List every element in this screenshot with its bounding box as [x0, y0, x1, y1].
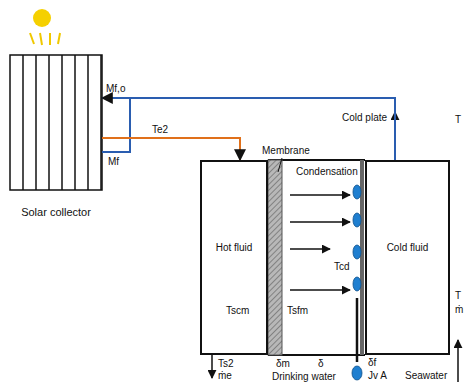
membrane [268, 160, 282, 355]
temperature-symbol: Tsfm [287, 305, 308, 317]
cold-fluid-channel: Cold fluid [365, 160, 450, 355]
condensate-droplets [353, 185, 361, 291]
water-drop [352, 366, 362, 380]
node-label: Cold fluid [387, 242, 429, 253]
thickness-symbol: δm [276, 358, 290, 370]
part-name: Cold plate [342, 112, 387, 124]
seawater-arrow [457, 340, 459, 382]
flow-symbol: Mf [108, 156, 119, 168]
pipe-connector [102, 98, 395, 160]
temperature-symbol: T [455, 290, 461, 302]
drain-line [356, 298, 359, 362]
part-name: Drinking water [272, 371, 336, 383]
solar-collector: Solar collector [10, 55, 102, 190]
outlet-arrow [211, 355, 213, 378]
blue-pipe [102, 98, 130, 152]
collector-panel [10, 55, 102, 190]
leader-line [278, 158, 282, 172]
flow-symbol: ṁ [455, 304, 463, 316]
thickness-symbol: δf [368, 357, 376, 369]
edge-label: Te2 [152, 124, 168, 136]
vapour-arrows [290, 195, 350, 290]
sun [33, 9, 51, 27]
flow-symbol: ṁe [218, 370, 232, 382]
edge-label: Mf,o [106, 83, 125, 95]
temperature-symbol: Tcd [334, 261, 350, 273]
part-name: Seawater [405, 370, 447, 382]
collector-strips [23, 55, 101, 190]
temperature-symbol: Tscm [226, 305, 249, 317]
sun-rays [30, 33, 60, 45]
hot-fluid-channel: Hot fluid [200, 160, 268, 355]
frame-top [268, 159, 365, 161]
flux-symbol: Jv A [368, 370, 387, 382]
part-name: Membrane [262, 145, 310, 157]
frame-bottom [268, 354, 365, 356]
part-name: Condensation [296, 166, 358, 178]
node-label: Hot fluid [216, 242, 253, 253]
thickness-symbol: δ [318, 358, 324, 370]
pipe-connector [102, 138, 240, 160]
node-label: Solar collector [21, 206, 91, 218]
temperature-symbol: Ts2 [218, 358, 234, 370]
temperature-symbol: T [455, 114, 461, 126]
